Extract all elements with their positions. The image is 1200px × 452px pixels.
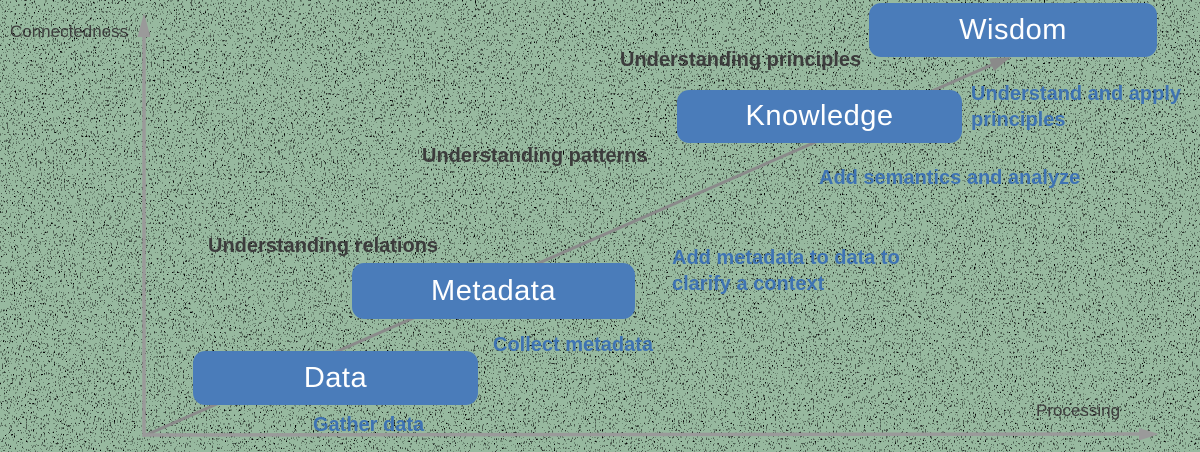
progression-arrowhead <box>989 57 1011 71</box>
label-understanding-relations: Understanding relations <box>208 235 439 257</box>
label-understanding-patterns: Understanding patterns <box>422 145 648 167</box>
x-axis-arrowhead <box>1139 428 1159 441</box>
y-axis-arrowhead <box>137 13 151 37</box>
y-axis-label: Connectedness <box>10 22 129 41</box>
label-understanding-principles: Understanding principles <box>620 49 862 71</box>
label-collect-metadata: Collect metadata <box>493 334 654 356</box>
stage-box-wisdom: Wisdom <box>869 3 1157 57</box>
label-gather-data: Gather data <box>313 414 425 436</box>
label-understand-apply-principles: Understand and apply principles <box>971 83 1182 131</box>
x-axis-line <box>142 432 1142 437</box>
stage-box-metadata: Metadata <box>352 263 635 319</box>
stage-box-data: Data <box>193 351 478 405</box>
label-add-semantics: Add semantics and analyze <box>819 167 1081 189</box>
x-axis-label: Processing <box>1036 401 1121 420</box>
label-add-metadata: Add metadata to data to clarify a contex… <box>672 247 900 295</box>
stage-box-knowledge: Knowledge <box>677 90 962 143</box>
